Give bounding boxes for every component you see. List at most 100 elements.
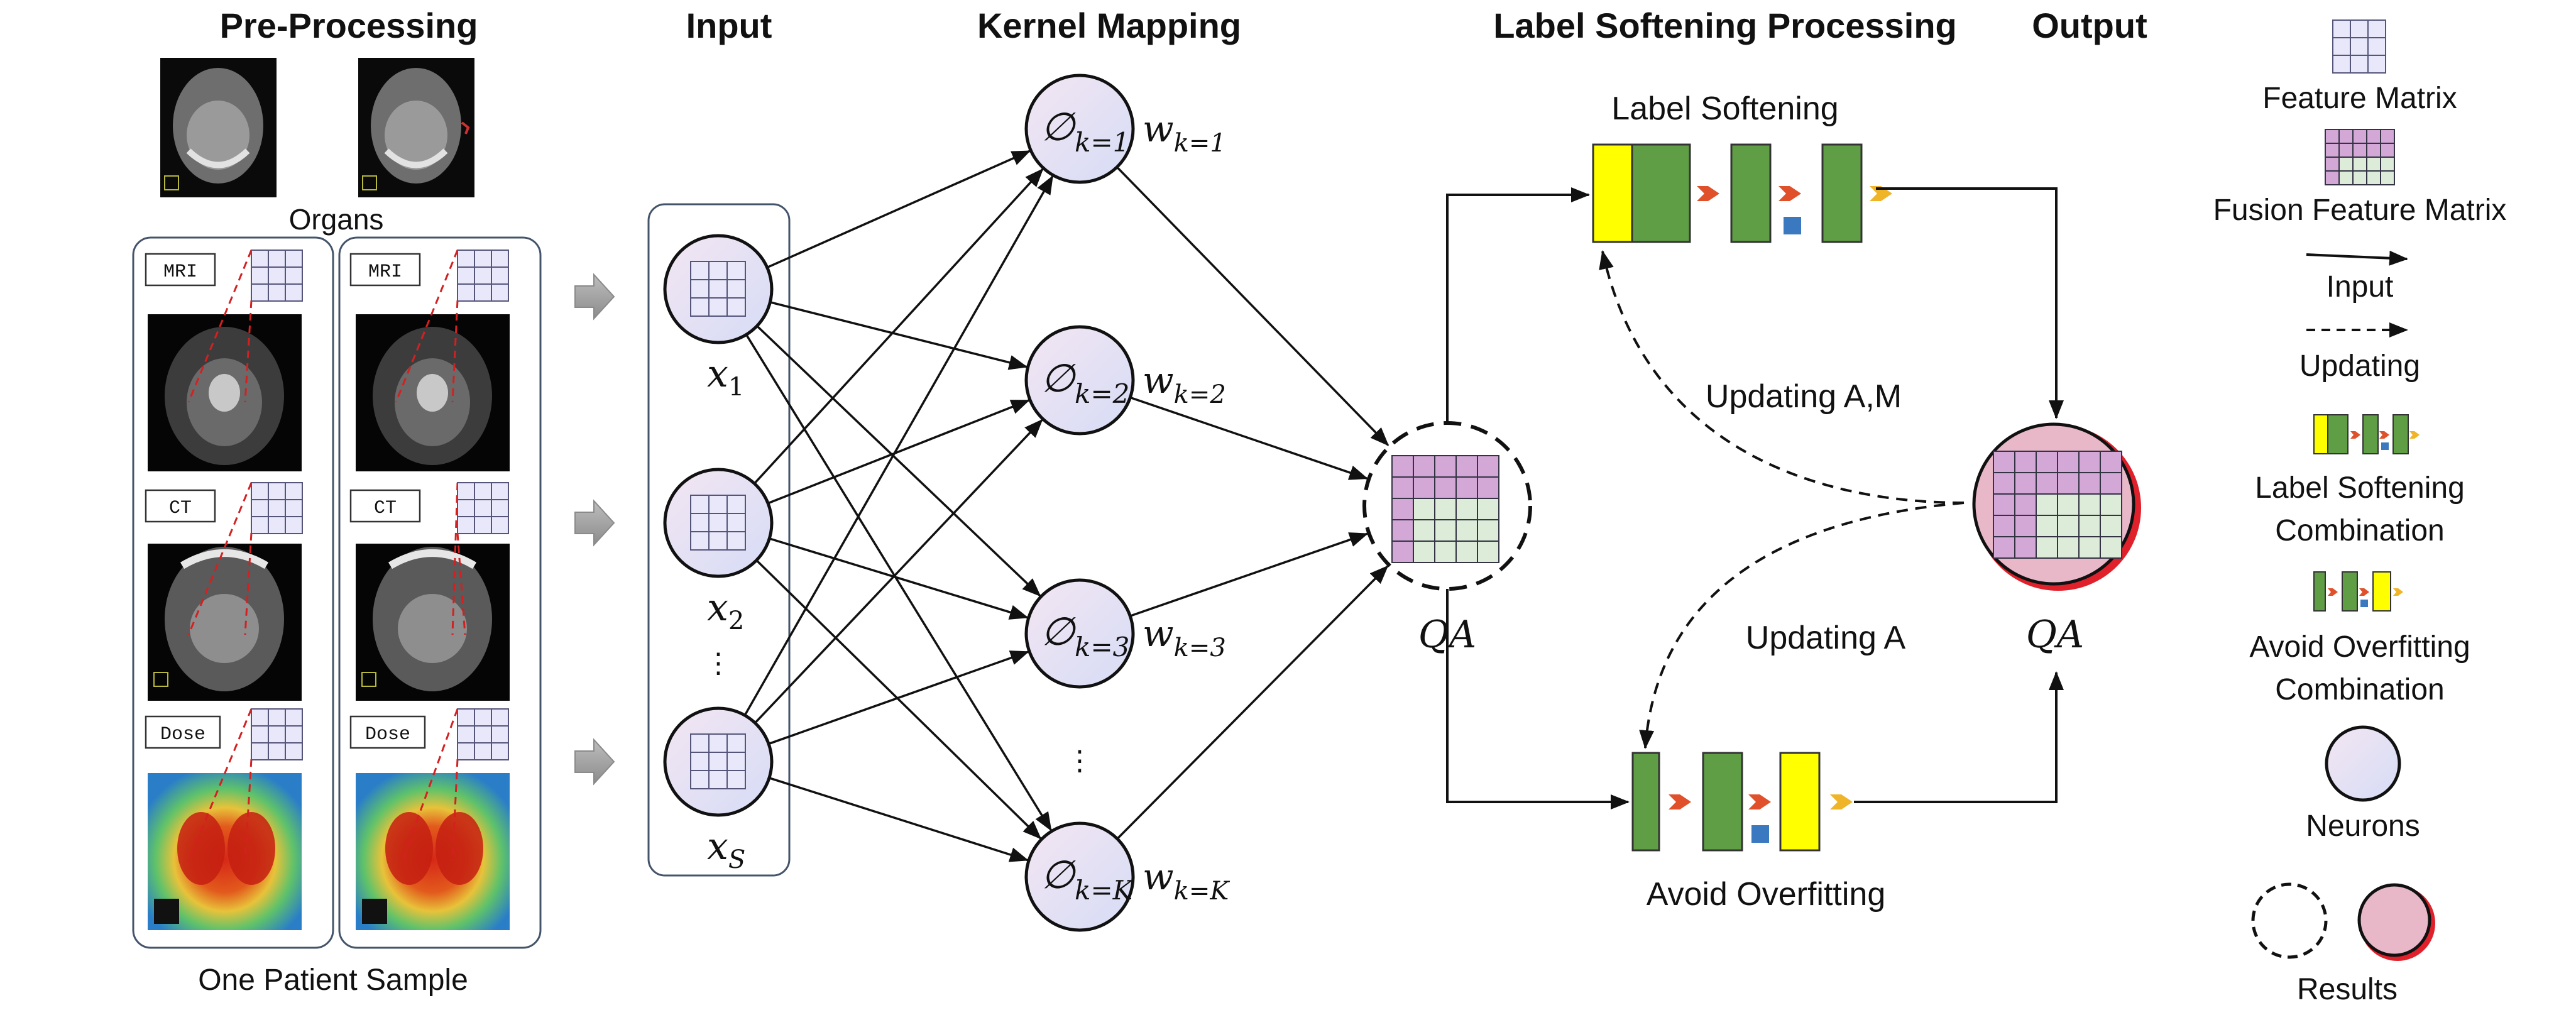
kernel-weight-sub-3: k=3 [1174,634,1226,662]
kernel-node-sub-2: k=2 [1075,378,1129,409]
input-node-label-2: x2 [707,586,744,635]
input-1-to-kernel-1-line [766,150,1031,269]
input-feature-matrix-2 [690,495,746,551]
kernel-2-to-qa-line [1129,396,1369,480]
kernel-circle [1024,325,1135,436]
header-preprocessing: Pre-Processing [220,6,478,45]
legend-avoid-overfitting-icon [2313,571,2403,612]
legend-neurons-label: Neurons [2306,809,2420,843]
input-1-to-kernel-4-line [745,334,1052,831]
patient-sample-label: One Patient Sample [198,963,468,997]
input-node-label-3: xS [707,825,745,874]
input-2-to-kernel-3-line [769,537,1029,620]
organ-image-left [160,58,277,197]
input-1-to-kernel-2-line [769,301,1028,370]
legend-neuron-icon [2325,725,2401,802]
legend-ao-combination-line2: Combination [2275,673,2444,706]
modality-tag-ct-text: CT [169,498,192,519]
preprocessing-feature-matrix-4 [457,250,509,302]
arrow-label-softening-to-output [1876,187,2064,419]
preprocessing-feature-matrices [251,250,509,760]
organs-label: Organs [289,203,384,236]
header-label-softening-processing: Label Softening Processing [1493,6,1956,45]
organ-image-right [358,58,474,197]
mri-group-right: MRI [349,253,510,471]
preprocessing-feature-matrix-1 [251,250,303,302]
modality-tag-ct-right-text: CT [374,498,397,519]
arrow-qa-to-avoid-overfitting [1446,589,1630,809]
ct-group-right: CT [349,489,510,701]
input-3-to-kernel-3-line [768,650,1029,745]
kernel-weight-sub-1: k=1 [1174,129,1226,158]
kernel-weight-label-3: wk=3 [1143,612,1226,662]
legend-fusion-feature-matrix-icon [2325,129,2395,185]
arrow-qa-to-label-softening [1446,187,1590,423]
input-node-3: xS [663,706,774,874]
input-1-to-kernel-3-line [756,325,1041,597]
legend-ao-combination-line1: Avoid Overfitting [2249,630,2470,664]
avoid-overfitting-title: Avoid Overfitting [1647,876,1886,913]
updating-a-curve [1639,502,1965,749]
legend: Feature Matrix Fusion Feature Matrix Inp… [2213,19,2507,1006]
legend-ls-combination-line2: Combination [2275,514,2444,547]
modality-tag-dose-right [349,715,426,749]
dose-group-left: Dose [145,715,302,930]
output-fusion-matrix-cells [1993,451,2122,559]
kernel-4-to-qa-line [1116,565,1389,840]
kernel-circle [1024,74,1135,184]
avoid-overfitting-block [1631,752,1853,852]
legend-updating-label: Updating [2299,349,2420,383]
output-node [1972,422,2141,591]
legend-fusion-feature-matrix-label: Fusion Feature Matrix [2213,194,2507,227]
kernel-node-sub-1: k=1 [1075,127,1129,158]
legend-result-dashed-icon [2251,882,2328,959]
legend-fusion-matrix-cells [2325,129,2395,185]
kernel-ellipsis: ⋮ [1066,745,1093,776]
input-node-sub-1: 1 [728,373,744,402]
legend-label-softening-icon [2313,414,2420,454]
modality-tag-dose [145,715,221,749]
modality-tag-ct-right [349,489,421,523]
kernel-weight-label-4: wk=K [1143,855,1230,906]
input-panel [647,203,791,877]
kernel-weight-sub-2: k=2 [1174,380,1226,409]
input-feature-matrix-1 [690,261,746,317]
preprocessing-feature-matrix-2 [251,482,303,534]
header-input: Input [686,6,772,45]
updating-am-label: Updating A,M [1706,378,1902,415]
kernel-node-sub-3: k=3 [1075,632,1129,662]
qa-fusion-matrix-cells [1391,455,1499,563]
input-ellipsis: ⋮ [704,648,732,679]
kernel-weight-sub-4: k=K [1174,877,1230,906]
mri-group-left: MRI [145,253,302,471]
legend-results-label: Results [2297,973,2398,1006]
gray-arrow-3 [574,738,615,786]
input-node-sub-2: 2 [728,606,744,635]
label-softening-block [1592,143,1892,243]
legend-input-label: Input [2327,270,2394,304]
input-node-label-1: x1 [707,352,744,402]
kernel-node-label-2: ∅k=2 [1041,355,1129,409]
softening-arrows [1446,187,2064,809]
legend-feature-matrix-icon [2332,19,2386,74]
preprocessing-feature-matrix-5 [457,482,509,534]
output-qa-label: QA [2026,613,2085,657]
modality-tag-mri-text: MRI [163,261,197,283]
patient-column-right [338,236,542,949]
legend-result-solid-icon [2357,883,2431,957]
input-2-to-kernel-2-line [767,399,1030,505]
projection-lines [187,250,466,862]
modality-tag-mri [145,253,216,287]
header-output: Output [2032,6,2147,45]
updating-am-curve [1599,250,1965,504]
input-node-2: x2 [663,468,774,635]
modality-tag-mri-right-text: MRI [368,261,402,283]
input-3-to-kernel-4-line [769,777,1029,862]
input-node-sub-3: S [728,845,745,874]
preprocessing-feature-matrix-3 [251,708,303,760]
kernel-3-to-qa-line [1129,532,1369,617]
